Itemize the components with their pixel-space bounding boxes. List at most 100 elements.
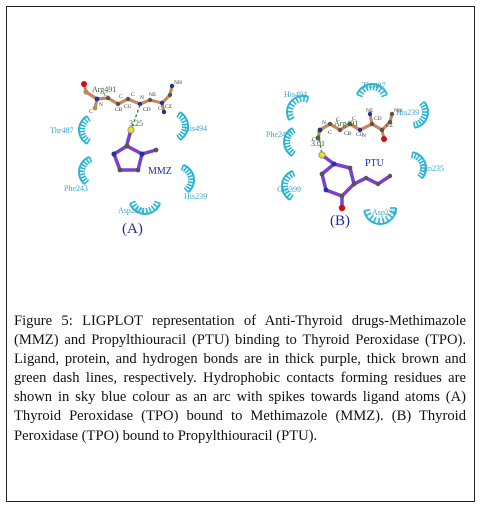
hydrophobic-spike (415, 120, 420, 128)
hydrophobic-spike (148, 206, 153, 214)
atom-label: N (322, 120, 326, 126)
panel-label-b: (B) (330, 213, 350, 229)
hydrophobic-spike (415, 154, 421, 161)
hydrophobic-spike (80, 163, 87, 168)
atom-label: NE (149, 92, 157, 98)
hydrophobic-spike (150, 205, 156, 211)
hydrophobic-spike (180, 164, 185, 171)
hydrophobic-spike (176, 134, 181, 141)
hydrophobic-spike (178, 113, 184, 120)
hydrophobic-spike (381, 93, 388, 98)
hydrophobic-spike (79, 127, 86, 130)
hydrophobic-spike (79, 130, 86, 133)
hydrophobic-spike (81, 134, 88, 140)
hydrophobic-spike (82, 160, 89, 166)
residue-label: His239 (184, 192, 207, 201)
hydrophobic-spike (420, 104, 427, 109)
atom-label: C (119, 94, 123, 100)
atom-label: N (140, 95, 144, 101)
hydrophobic-spike (291, 170, 296, 177)
hydrophobic-spike (287, 106, 294, 110)
hydrophobic-spike (178, 132, 184, 139)
bond-length-b: 3.01 (311, 139, 325, 148)
hbond-b (317, 129, 323, 156)
hydrophobic-spike (86, 138, 91, 145)
hydrophobic-spike (187, 180, 194, 184)
hydrophobic-spike (418, 171, 425, 176)
hydrophobic-spike (421, 107, 428, 111)
hydrophobic-spike (381, 217, 385, 224)
atom-label: NH (174, 80, 182, 86)
residue-label: Gln399 (277, 185, 301, 194)
hydrophobic-spike (379, 90, 386, 95)
atom-label: CD (374, 116, 382, 122)
hydrophobic-spike (79, 175, 87, 180)
hydrophobic-spike (372, 84, 375, 91)
hydrophobic-spike (372, 216, 377, 224)
atom-label: CG (356, 132, 364, 138)
hydrophobic-spike (421, 113, 428, 117)
hydrophobic-spike (419, 117, 425, 123)
hydrophobic-spike (186, 171, 193, 176)
hydrophobic-arcs-b: His494Thr487His239Phe243Gln235Gln399Asp2… (266, 81, 444, 225)
hydrophobic-spike (284, 139, 291, 142)
hydrophobic-spike (182, 166, 188, 173)
hydrophobic-spike (356, 93, 363, 98)
hydrophobic-spike (289, 194, 294, 201)
hydrophobic-spike (291, 127, 296, 134)
ligand-mmz (111, 126, 159, 173)
residue-label: His494 (184, 124, 207, 133)
hydrophobic-spike (286, 146, 293, 152)
hydrophobic-spike (142, 207, 145, 214)
hydrophobic-spike (145, 207, 148, 214)
residue-label: Gln235 (420, 164, 444, 173)
hydrophobic-spike (129, 200, 136, 205)
hydrophobic-spike (413, 152, 418, 160)
hydrophobic-spike (288, 116, 295, 121)
hydrophobic-spike (81, 177, 88, 183)
hydrophobic-spike (179, 116, 186, 122)
residue-label: Asp238 (372, 208, 397, 217)
atom-label: C (158, 106, 162, 112)
hydrophobic-spike (291, 150, 296, 157)
atom-label: C (336, 117, 340, 123)
hydrophobic-spike (288, 129, 294, 136)
hydrophobic-spike (387, 213, 394, 219)
hydrophobic-spike (83, 136, 89, 143)
atom-label: NE (366, 108, 374, 114)
atom-label: C (328, 130, 332, 136)
hydrophobic-spike (418, 160, 425, 165)
hydrophobic-spike (137, 206, 142, 214)
hydrophobic-spike (79, 166, 86, 170)
hydrophobic-spike (417, 119, 423, 126)
residue-label: Asp238 (118, 206, 143, 215)
hydrophobic-spike (86, 115, 91, 122)
hydrophobic-spike (364, 84, 369, 92)
hydrophobic-spike (368, 214, 374, 221)
hydrophobic-spike (291, 99, 297, 106)
atom-label: N (362, 133, 366, 139)
hydrophobic-spike (79, 172, 86, 176)
hydrophobic-spike (299, 96, 302, 103)
hydrophobic-spike (364, 208, 371, 212)
residue-label-arg491-a: Arg491 (92, 85, 116, 94)
hydrophobic-spike (85, 158, 91, 165)
hydrophobic-spike (412, 121, 416, 128)
hydrophobic-spike (287, 113, 294, 117)
ligand-label-mmz: MMZ (148, 166, 172, 177)
hydrophobic-spike (286, 132, 293, 138)
caption-text: LIGPLOT representation of Anti-Thyroid d… (14, 313, 466, 444)
atom-label: C (352, 116, 356, 122)
hydrophobic-spike (358, 90, 365, 95)
hydrophobic-spike (184, 168, 191, 174)
hydrophobic-spike (384, 215, 390, 222)
hydrophobic-spike (186, 183, 194, 188)
atom-label: CD (143, 107, 151, 113)
hydrophobic-spike (285, 174, 291, 181)
hydrophobic-spike (417, 157, 423, 163)
hydrophobic-spike (282, 188, 289, 192)
hydrophobic-spike (284, 144, 291, 149)
hydrophobic-spike (361, 87, 367, 93)
